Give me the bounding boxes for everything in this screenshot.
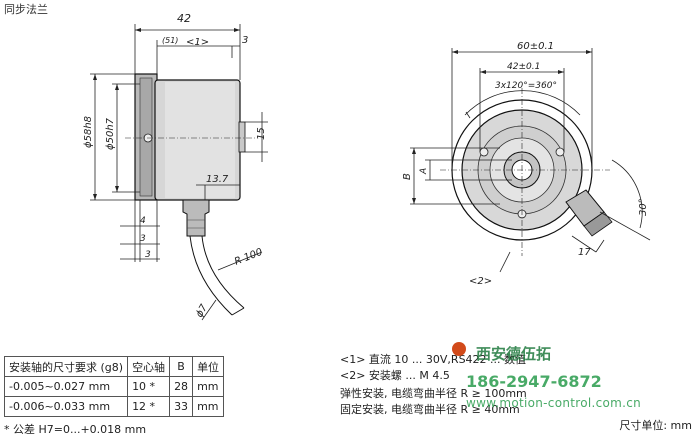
watermark-name: 西安德伍拓 — [476, 345, 552, 363]
dim-60: 60±0.1 — [517, 41, 554, 52]
tolerance-note: * 公差 H7=0...+0.018 mm — [4, 423, 147, 436]
dim-diam-58: ϕ58h8 — [83, 116, 94, 148]
note-3: 弹性安装, 电缆弯曲半径 R ≥ 100mm — [340, 387, 527, 400]
dim-30: 30° — [638, 198, 649, 216]
dim-diam-7: ϕ7 — [194, 302, 210, 319]
front-view — [410, 48, 651, 273]
table-cell: 33 — [169, 396, 194, 417]
dim-3-top: 3 — [242, 35, 248, 46]
table-header: B — [169, 356, 194, 377]
dim-a: A — [419, 168, 429, 175]
dim-4: 4 — [140, 216, 146, 226]
technical-drawing: 42 (51) <1> 3 ϕ58h8 ϕ50h7 15 13.7 4 3 3 … — [83, 12, 651, 321]
ref-2: <2> — [469, 276, 492, 287]
dim-3b: 3 — [145, 250, 151, 260]
note-4: 固定安装, 电缆弯曲半径 R ≥ 40mm — [340, 403, 520, 416]
note-1: <1> 直流 10 ... 30V,RS422 ... 数值 — [340, 353, 527, 366]
table-header: 空心轴 — [127, 356, 171, 377]
table-cell: 12 * — [127, 396, 171, 417]
table-cell: 28 — [169, 376, 194, 397]
shaft-spec-table: 安装轴的尺寸要求 (g8) 空心轴 B 单位 -0.005~0.027 mm 1… — [3, 356, 225, 417]
dim-ref: (51) — [162, 36, 178, 45]
table-cell: -0.006~0.033 mm — [3, 396, 129, 417]
dim-17: 17 — [578, 247, 591, 258]
table-cell: mm — [192, 396, 225, 417]
watermark-phone: 186-2947-6872 — [466, 372, 602, 391]
table-cell: -0.005~0.027 mm — [3, 376, 129, 397]
dim-angle: 3x120°=360° — [495, 81, 557, 91]
watermark-logo-icon — [452, 342, 466, 356]
ref-1: <1> — [186, 37, 209, 48]
dim-42: 42±0.1 — [507, 62, 540, 72]
table-cell: 10 * — [127, 376, 171, 397]
table-cell: mm — [192, 376, 225, 397]
dim-b: B — [402, 173, 413, 180]
table-header-row: 安装轴的尺寸要求 (g8) 空心轴 B 单位 — [3, 356, 225, 377]
table-header: 单位 — [192, 356, 225, 377]
page-title: 同步法兰 — [4, 3, 48, 16]
side-view — [90, 24, 268, 321]
table-header: 安装轴的尺寸要求 (g8) — [3, 356, 129, 377]
table-row: -0.006~0.033 mm 12 * 33 mm — [3, 396, 225, 417]
dim-length: 42 — [177, 12, 191, 25]
dim-13-7: 13.7 — [206, 174, 229, 185]
dim-r100: R 100 — [233, 247, 264, 268]
watermark-url: www.motion-control.com.cn — [466, 396, 642, 410]
unit-note: 尺寸单位: mm — [619, 419, 692, 432]
note-2: <2> 安装螺 ... M 4.5 — [340, 369, 450, 382]
dim-15: 15 — [256, 127, 267, 140]
dim-diam-50: ϕ50h7 — [105, 117, 116, 150]
table-row: -0.005~0.027 mm 10 * 28 mm — [3, 376, 225, 397]
dim-3a: 3 — [140, 234, 146, 244]
